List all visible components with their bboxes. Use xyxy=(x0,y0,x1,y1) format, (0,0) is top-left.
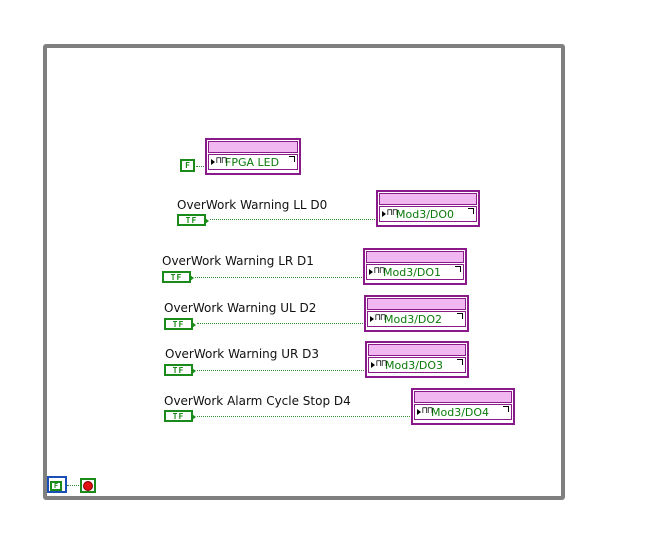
constant-label: TF xyxy=(172,411,185,421)
io-node-header xyxy=(379,193,477,205)
io-node-label: Mod3/DO1 xyxy=(383,265,442,279)
input-triangle-icon xyxy=(371,362,375,368)
constant-label: F xyxy=(185,161,190,170)
stop-wire xyxy=(67,485,81,486)
constant-label: TF xyxy=(185,215,198,225)
while-loop-frame[interactable] xyxy=(43,44,565,500)
channel-d2-boolean-constant[interactable]: TF xyxy=(164,318,196,330)
channel-d2-wire xyxy=(197,323,365,324)
io-node-header xyxy=(208,141,298,153)
corner-icon xyxy=(457,313,463,319)
input-triangle-icon xyxy=(370,316,374,322)
channel-label-d4: OverWork Alarm Cycle Stop D4 xyxy=(164,394,351,408)
channel-d0-boolean-constant[interactable]: TF xyxy=(177,214,209,226)
corner-icon xyxy=(457,359,463,365)
io-node-header xyxy=(414,391,512,403)
square-wave-icon: ⊓⊓ xyxy=(216,156,227,166)
channel-label-d0: OverWork Warning LL D0 xyxy=(177,198,328,212)
channel-d3-wire xyxy=(197,370,366,371)
channel-d3-io-node[interactable]: ⊓⊓ Mod3/DO3 xyxy=(365,341,469,378)
stop-condition-icon xyxy=(83,480,93,491)
channel-d0-wire xyxy=(210,219,377,220)
io-node-header xyxy=(367,298,466,310)
input-triangle-icon xyxy=(382,211,386,217)
channel-d4-io-node[interactable]: ⊓⊓ Mod3/DO4 xyxy=(411,388,515,425)
channel-d1-boolean-constant[interactable]: TF xyxy=(162,271,194,283)
square-wave-icon: ⊓⊓ xyxy=(375,313,386,323)
constant-label: TF xyxy=(172,365,185,375)
fpga-led-wire xyxy=(196,166,206,167)
channel-label-d3: OverWork Warning UR D3 xyxy=(165,347,320,361)
io-node-header xyxy=(366,251,464,263)
io-node-label: Mod3/DO0 xyxy=(396,207,455,221)
input-triangle-icon xyxy=(369,269,373,275)
channel-label-d1: OverWork Warning LR D1 xyxy=(162,254,314,268)
fpga-led-io-node[interactable]: ⊓⊓ FPGA LED xyxy=(205,138,301,175)
channel-label-d2: OverWork Warning UL D2 xyxy=(164,301,317,315)
square-wave-icon: ⊓⊓ xyxy=(374,266,385,276)
channel-d1-io-node[interactable]: ⊓⊓ Mod3/DO1 xyxy=(363,248,467,285)
channel-d4-boolean-constant[interactable]: TF xyxy=(164,410,196,422)
io-node-label: Mod3/DO3 xyxy=(385,358,444,372)
input-triangle-icon xyxy=(211,159,215,165)
io-node-label: Mod3/DO2 xyxy=(384,312,443,326)
corner-icon xyxy=(503,406,509,412)
channel-d0-io-node[interactable]: ⊓⊓ Mod3/DO0 xyxy=(376,190,480,227)
constant-label: F xyxy=(53,482,59,490)
channel-d1-wire xyxy=(195,277,364,278)
channel-d2-io-node[interactable]: ⊓⊓ Mod3/DO2 xyxy=(364,295,469,332)
stop-condition-terminal[interactable] xyxy=(80,478,96,493)
square-wave-icon: ⊓⊓ xyxy=(376,359,387,369)
fpga-led-false-constant[interactable]: F xyxy=(180,159,195,172)
io-node-label: Mod3/DO4 xyxy=(431,405,490,419)
corner-icon xyxy=(468,208,474,214)
input-triangle-icon xyxy=(417,409,421,415)
constant-label: TF xyxy=(172,319,185,329)
square-wave-icon: ⊓⊓ xyxy=(422,406,433,416)
constant-label: TF xyxy=(170,272,183,282)
corner-icon xyxy=(455,266,461,272)
corner-icon xyxy=(289,156,295,162)
loop-false-constant[interactable]: F xyxy=(47,476,67,493)
io-node-header xyxy=(368,344,466,356)
io-node-label: FPGA LED xyxy=(225,155,280,169)
channel-d3-boolean-constant[interactable]: TF xyxy=(164,364,196,376)
channel-d4-wire xyxy=(197,416,412,417)
square-wave-icon: ⊓⊓ xyxy=(387,208,398,218)
